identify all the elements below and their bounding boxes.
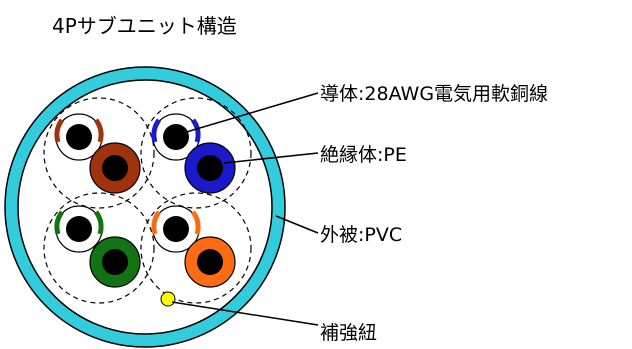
pair-outline-orange <box>140 192 252 304</box>
green-pair <box>54 205 141 288</box>
leader-conductor <box>182 92 319 134</box>
conductor <box>163 124 189 150</box>
filler-string <box>160 291 176 307</box>
conductor <box>66 216 92 242</box>
conductor <box>163 216 189 242</box>
conductor-label: 導体:28AWG電気用軟銅線 <box>320 83 549 105</box>
pair-outline-green <box>43 192 155 304</box>
conductor <box>66 124 92 150</box>
filler-label: 補強紐 <box>320 322 378 344</box>
sheath-label: 外被:PVC <box>320 224 403 246</box>
pair-outline-blue <box>140 97 252 209</box>
conductor <box>197 155 223 181</box>
leader-filler <box>171 301 319 326</box>
orange-pair <box>151 205 236 288</box>
conductor <box>197 249 223 275</box>
diagram-title: 4Pサブユニット構造 <box>52 14 237 38</box>
leader-insulator <box>223 152 319 164</box>
leader-sheath <box>275 215 319 234</box>
insulator-label: 絶縁体:PE <box>320 144 407 166</box>
blue-pair <box>151 113 236 194</box>
brown-pair <box>54 113 141 194</box>
pair-outline-brown <box>43 97 155 209</box>
conductor <box>102 249 128 275</box>
conductor <box>102 155 128 181</box>
